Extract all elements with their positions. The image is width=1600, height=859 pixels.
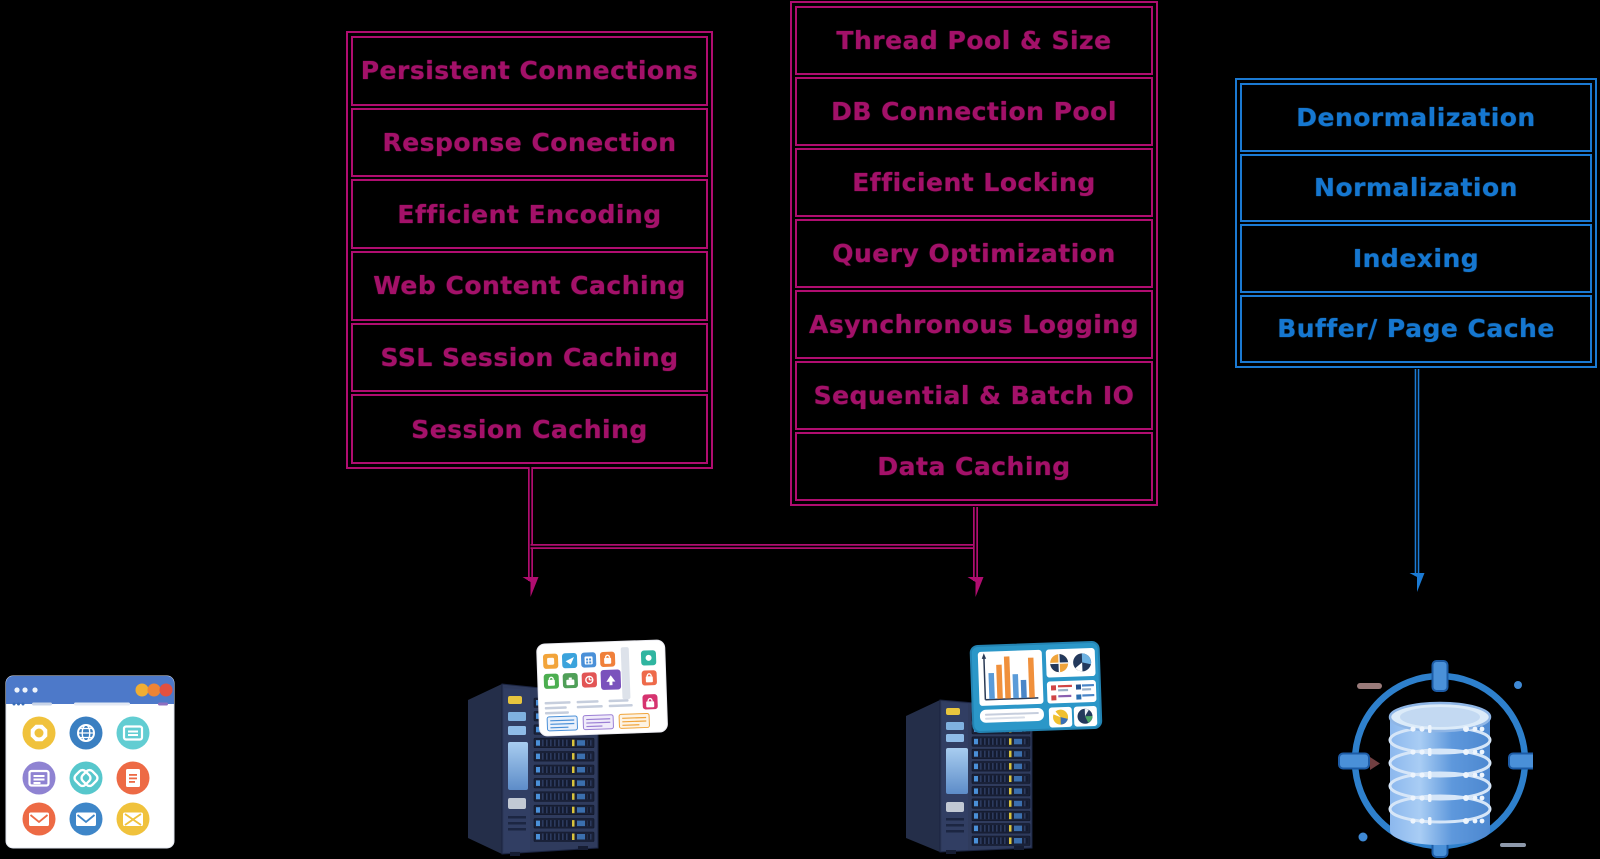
optimization-item: Web Content Caching: [351, 251, 708, 321]
dbopt-to-database-arrow: [1409, 369, 1425, 592]
optimization-item: DB Connection Pool: [795, 77, 1153, 146]
mail-icon: [29, 812, 49, 826]
browser-window-icon: [5, 675, 175, 849]
optimization-item: Persistent Connections: [351, 36, 708, 106]
app-db-optimizations-panel: Thread Pool & Size DB Connection Pool Ef…: [790, 1, 1158, 506]
pie-chart-pair: [1048, 705, 1098, 728]
app-server-icon: [468, 639, 668, 856]
server-tower: [906, 699, 1033, 854]
stats-card: [1046, 680, 1097, 704]
web-server-optimizations-panel: Persistent Connections Response Conectio…: [346, 31, 713, 469]
pie-chart-card: [1045, 648, 1096, 678]
app-panel: [536, 639, 668, 737]
down-arrow-icon: [1409, 573, 1425, 592]
optimization-item: Thread Pool & Size: [795, 6, 1153, 75]
optimization-item: Query Optimization: [795, 219, 1153, 288]
dashboard-panel: [969, 641, 1103, 733]
web-to-appserver-arrow: [522, 467, 539, 597]
down-arrow-icon: [967, 577, 984, 597]
down-arrow-icon: [522, 577, 539, 597]
optimization-item: Sequential & Batch IO: [795, 361, 1153, 430]
db-server-icon: [906, 641, 1103, 854]
list-icon: [122, 725, 144, 741]
optimization-item: Buffer/ Page Cache: [1240, 294, 1592, 363]
toolbar-strip: [12, 702, 168, 706]
app-grid: [22, 716, 150, 836]
shape-icon: [73, 768, 99, 788]
appdb-to-dbserver-arrow: [967, 507, 984, 597]
window-dots: [14, 683, 173, 697]
globe-icon: [77, 724, 95, 742]
bar-chart-card: [977, 649, 1044, 706]
optimization-item: Normalization: [1240, 153, 1592, 222]
mini-blocks: [546, 712, 650, 732]
database-icon: [1338, 660, 1533, 858]
drive-lights: [1410, 725, 1485, 825]
open-mail-icon: [123, 812, 143, 826]
optimization-item: SSL Session Caching: [351, 322, 708, 393]
optimization-item: Denormalization: [1240, 83, 1592, 152]
database-cylinder: [1388, 701, 1492, 845]
decorative-dots: [1357, 681, 1526, 847]
text-lines: [544, 699, 633, 715]
optimization-item: Asynchronous Logging: [795, 290, 1153, 359]
optimization-item: Efficient Locking: [795, 148, 1153, 217]
document-icon: [126, 769, 140, 787]
sync-ring: [1338, 660, 1533, 858]
optimization-item: Efficient Encoding: [351, 179, 708, 250]
summary-bar: [979, 707, 1044, 723]
card-icon: [28, 769, 50, 787]
database-optimizations-panel: Denormalization Normalization Indexing B…: [1235, 78, 1597, 368]
mail-icon: [76, 812, 96, 826]
optimization-item: Indexing: [1240, 224, 1592, 293]
optimization-item: Data Caching: [795, 432, 1153, 501]
optimization-item: Session Caching: [351, 394, 708, 465]
optimization-item: Response Conection: [351, 107, 708, 178]
